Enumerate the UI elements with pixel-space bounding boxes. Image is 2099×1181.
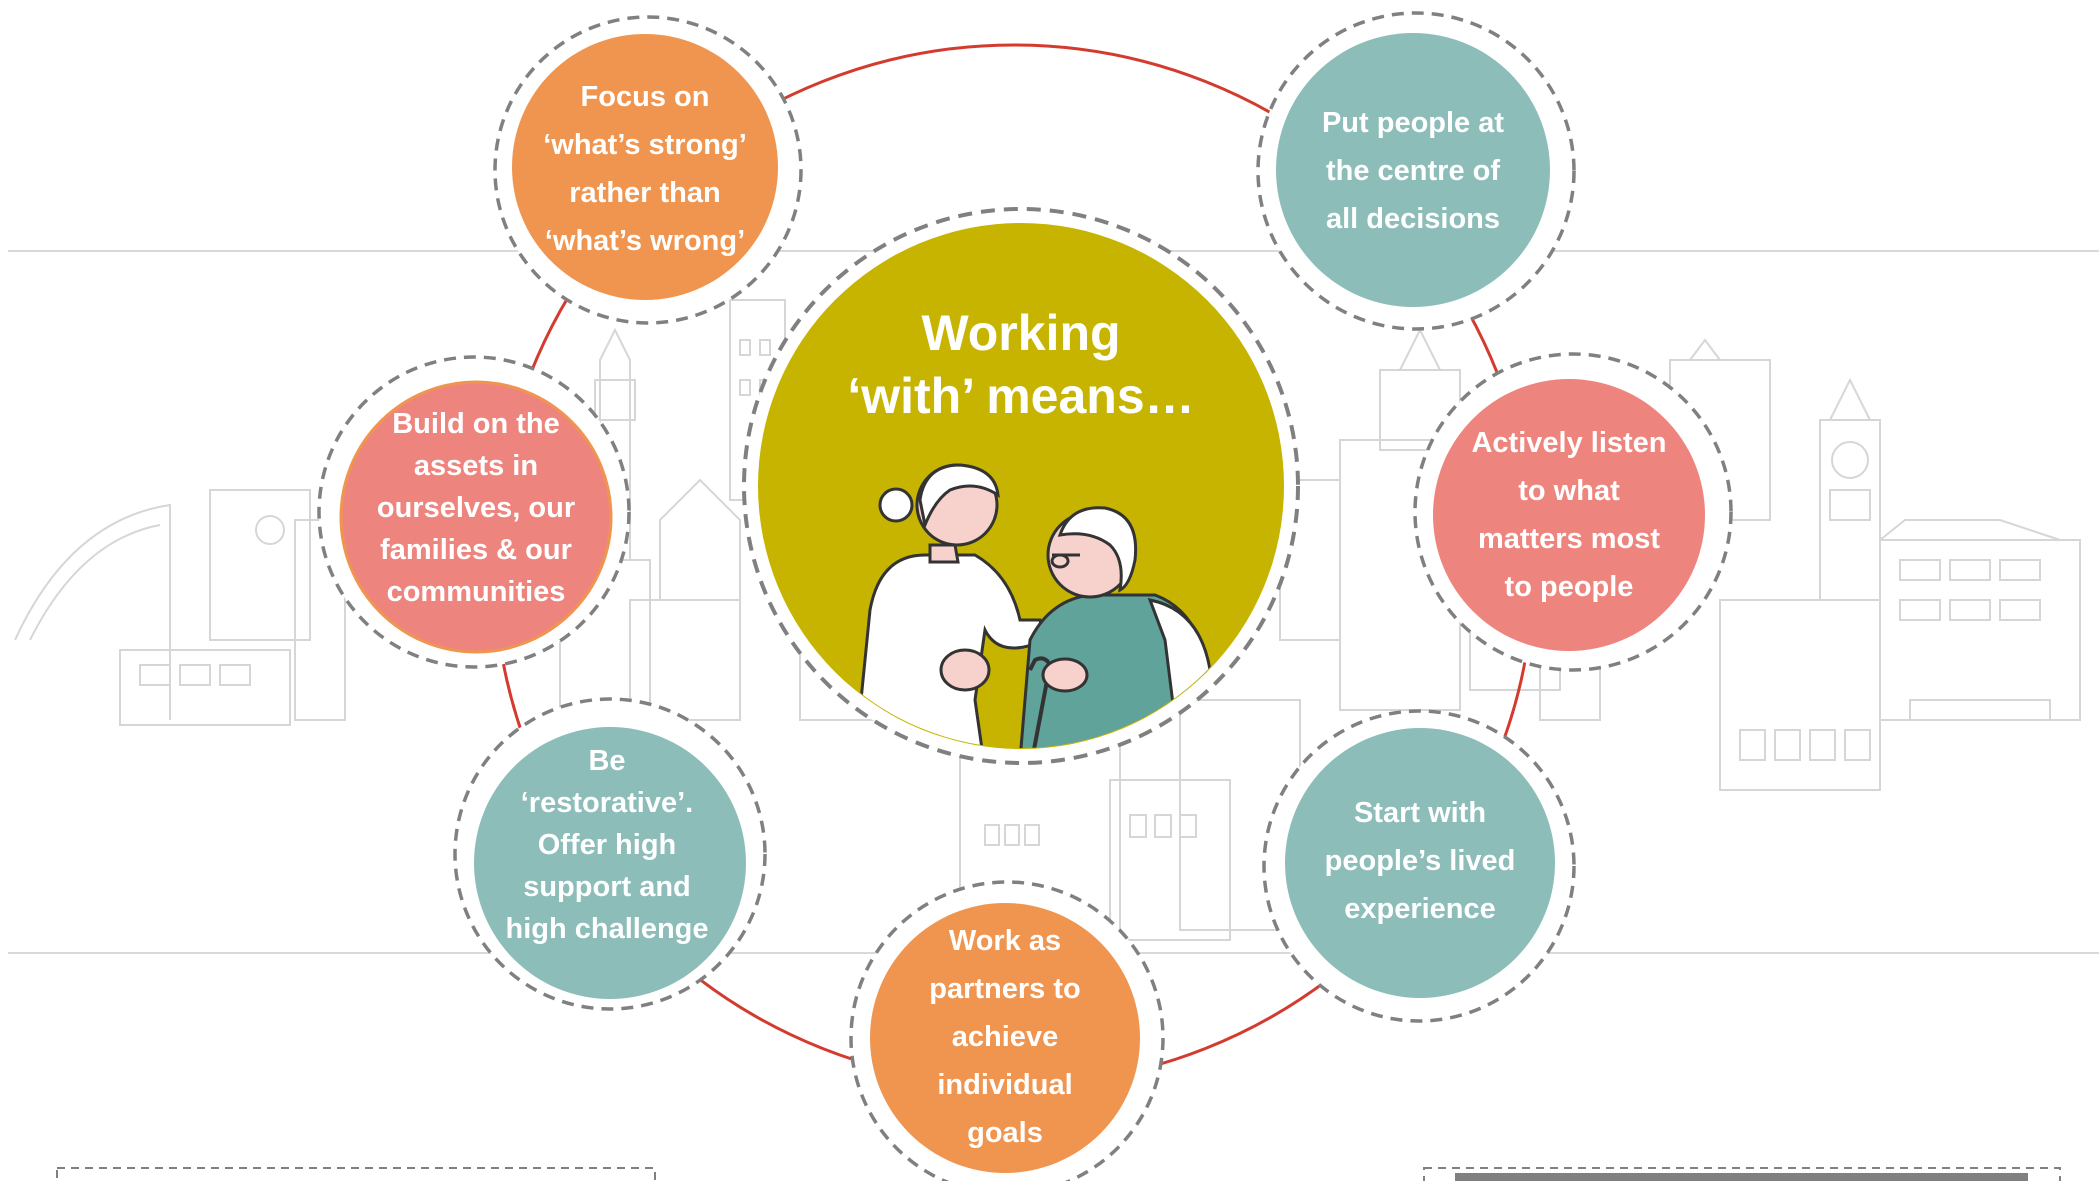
principle-circle <box>474 727 746 999</box>
principle-focus-strengths: Focus on ‘what’s strong’ rather than ‘what’… <box>493 15 803 325</box>
principle-circle <box>512 34 778 300</box>
center-title-line2: ‘with’ means… <box>847 368 1194 424</box>
principle-text-line: communities <box>387 576 566 608</box>
principle-text: Focus on ‘what’s strong’ rather than ‘what’… <box>543 81 747 257</box>
carer-hair <box>918 463 1000 531</box>
principle-text-line: ‘restorative’. <box>521 787 693 819</box>
principle-circle <box>1276 33 1550 307</box>
principle-restorative: Be ‘restorative’. Offer high support and hig… <box>453 697 767 1011</box>
principle-text-line: experience <box>1344 893 1496 925</box>
carer-bun <box>878 487 914 523</box>
principle-text: Actively listen to what matters most to peo… <box>1471 427 1666 603</box>
principle-text-line: Work as <box>949 925 1061 957</box>
principle-text-line: to what <box>1518 475 1620 507</box>
elder-hand <box>1041 657 1089 693</box>
principle-text: Be ‘restorative’. Offer high support and hig… <box>505 745 708 945</box>
principle-text-line: Offer high <box>538 829 677 861</box>
principle-text-line: partners to <box>929 973 1080 1005</box>
principle-circle <box>870 903 1140 1173</box>
principle-text-line: Focus on <box>581 81 710 113</box>
principle-work-as-partners: Work as partners to achieve individual goals <box>849 880 1165 1181</box>
elder-glasses <box>1050 553 1080 569</box>
principle-text-line: rather than <box>569 177 720 209</box>
principle-build-on-assets: Build on the assets in ourselves, our famil… <box>317 355 631 669</box>
principle-text-line: ‘what’s strong’ <box>543 129 747 161</box>
principle-text-line: goals <box>967 1117 1043 1149</box>
principle-text-line: Be <box>588 745 625 777</box>
principle-active-listening: Actively listen to what matters most to peo… <box>1413 352 1733 672</box>
principle-circle <box>339 380 613 654</box>
principle-text-line: matters most <box>1478 523 1660 555</box>
principle-text-line: to people <box>1505 571 1634 603</box>
center-title-line1: Working <box>921 305 1120 361</box>
principle-text: Start with people’s lived experience <box>1325 797 1516 925</box>
principle-circle <box>1433 379 1705 651</box>
joined-hands <box>939 648 991 692</box>
principle-text-line: individual <box>937 1069 1072 1101</box>
principle-text-line: the centre of <box>1326 155 1500 187</box>
principle-text-line: Build on the <box>392 408 560 440</box>
center-group: Working ‘with’ means… <box>742 207 1300 765</box>
principle-text-line: all decisions <box>1326 203 1500 235</box>
principle-text: Work as partners to achieve individual goals <box>929 925 1080 1149</box>
principle-text-line: assets in <box>414 450 538 482</box>
principle-text: Build on the assets in ourselves, our famil… <box>377 408 575 608</box>
principle-text: Put people at the centre of all decisions <box>1322 107 1504 235</box>
principle-text-line: Put people at <box>1322 107 1504 139</box>
bottom-right-bar <box>1455 1173 2028 1181</box>
bottom-left-dashed-box <box>56 1167 656 1181</box>
principle-text-line: high challenge <box>505 913 708 945</box>
principle-people-centre: Put people at the centre of all decisions <box>1256 11 1576 331</box>
principle-circle <box>1285 728 1555 998</box>
principle-lived-experience: Start with people’s lived experience <box>1262 709 1576 1023</box>
principle-text-line: people’s lived <box>1325 845 1516 877</box>
principle-text-line: ‘what’s wrong’ <box>545 225 745 257</box>
principle-text-line: Start with <box>1354 797 1486 829</box>
principle-text-line: Actively listen <box>1471 427 1666 459</box>
carer-neck <box>928 543 960 564</box>
principle-text-line: families & our <box>380 534 572 566</box>
elder-hair <box>1057 506 1138 593</box>
principle-text-line: achieve <box>952 1021 1058 1053</box>
principle-text-line: support and <box>523 871 691 903</box>
principle-text-line: ourselves, our <box>377 492 575 524</box>
